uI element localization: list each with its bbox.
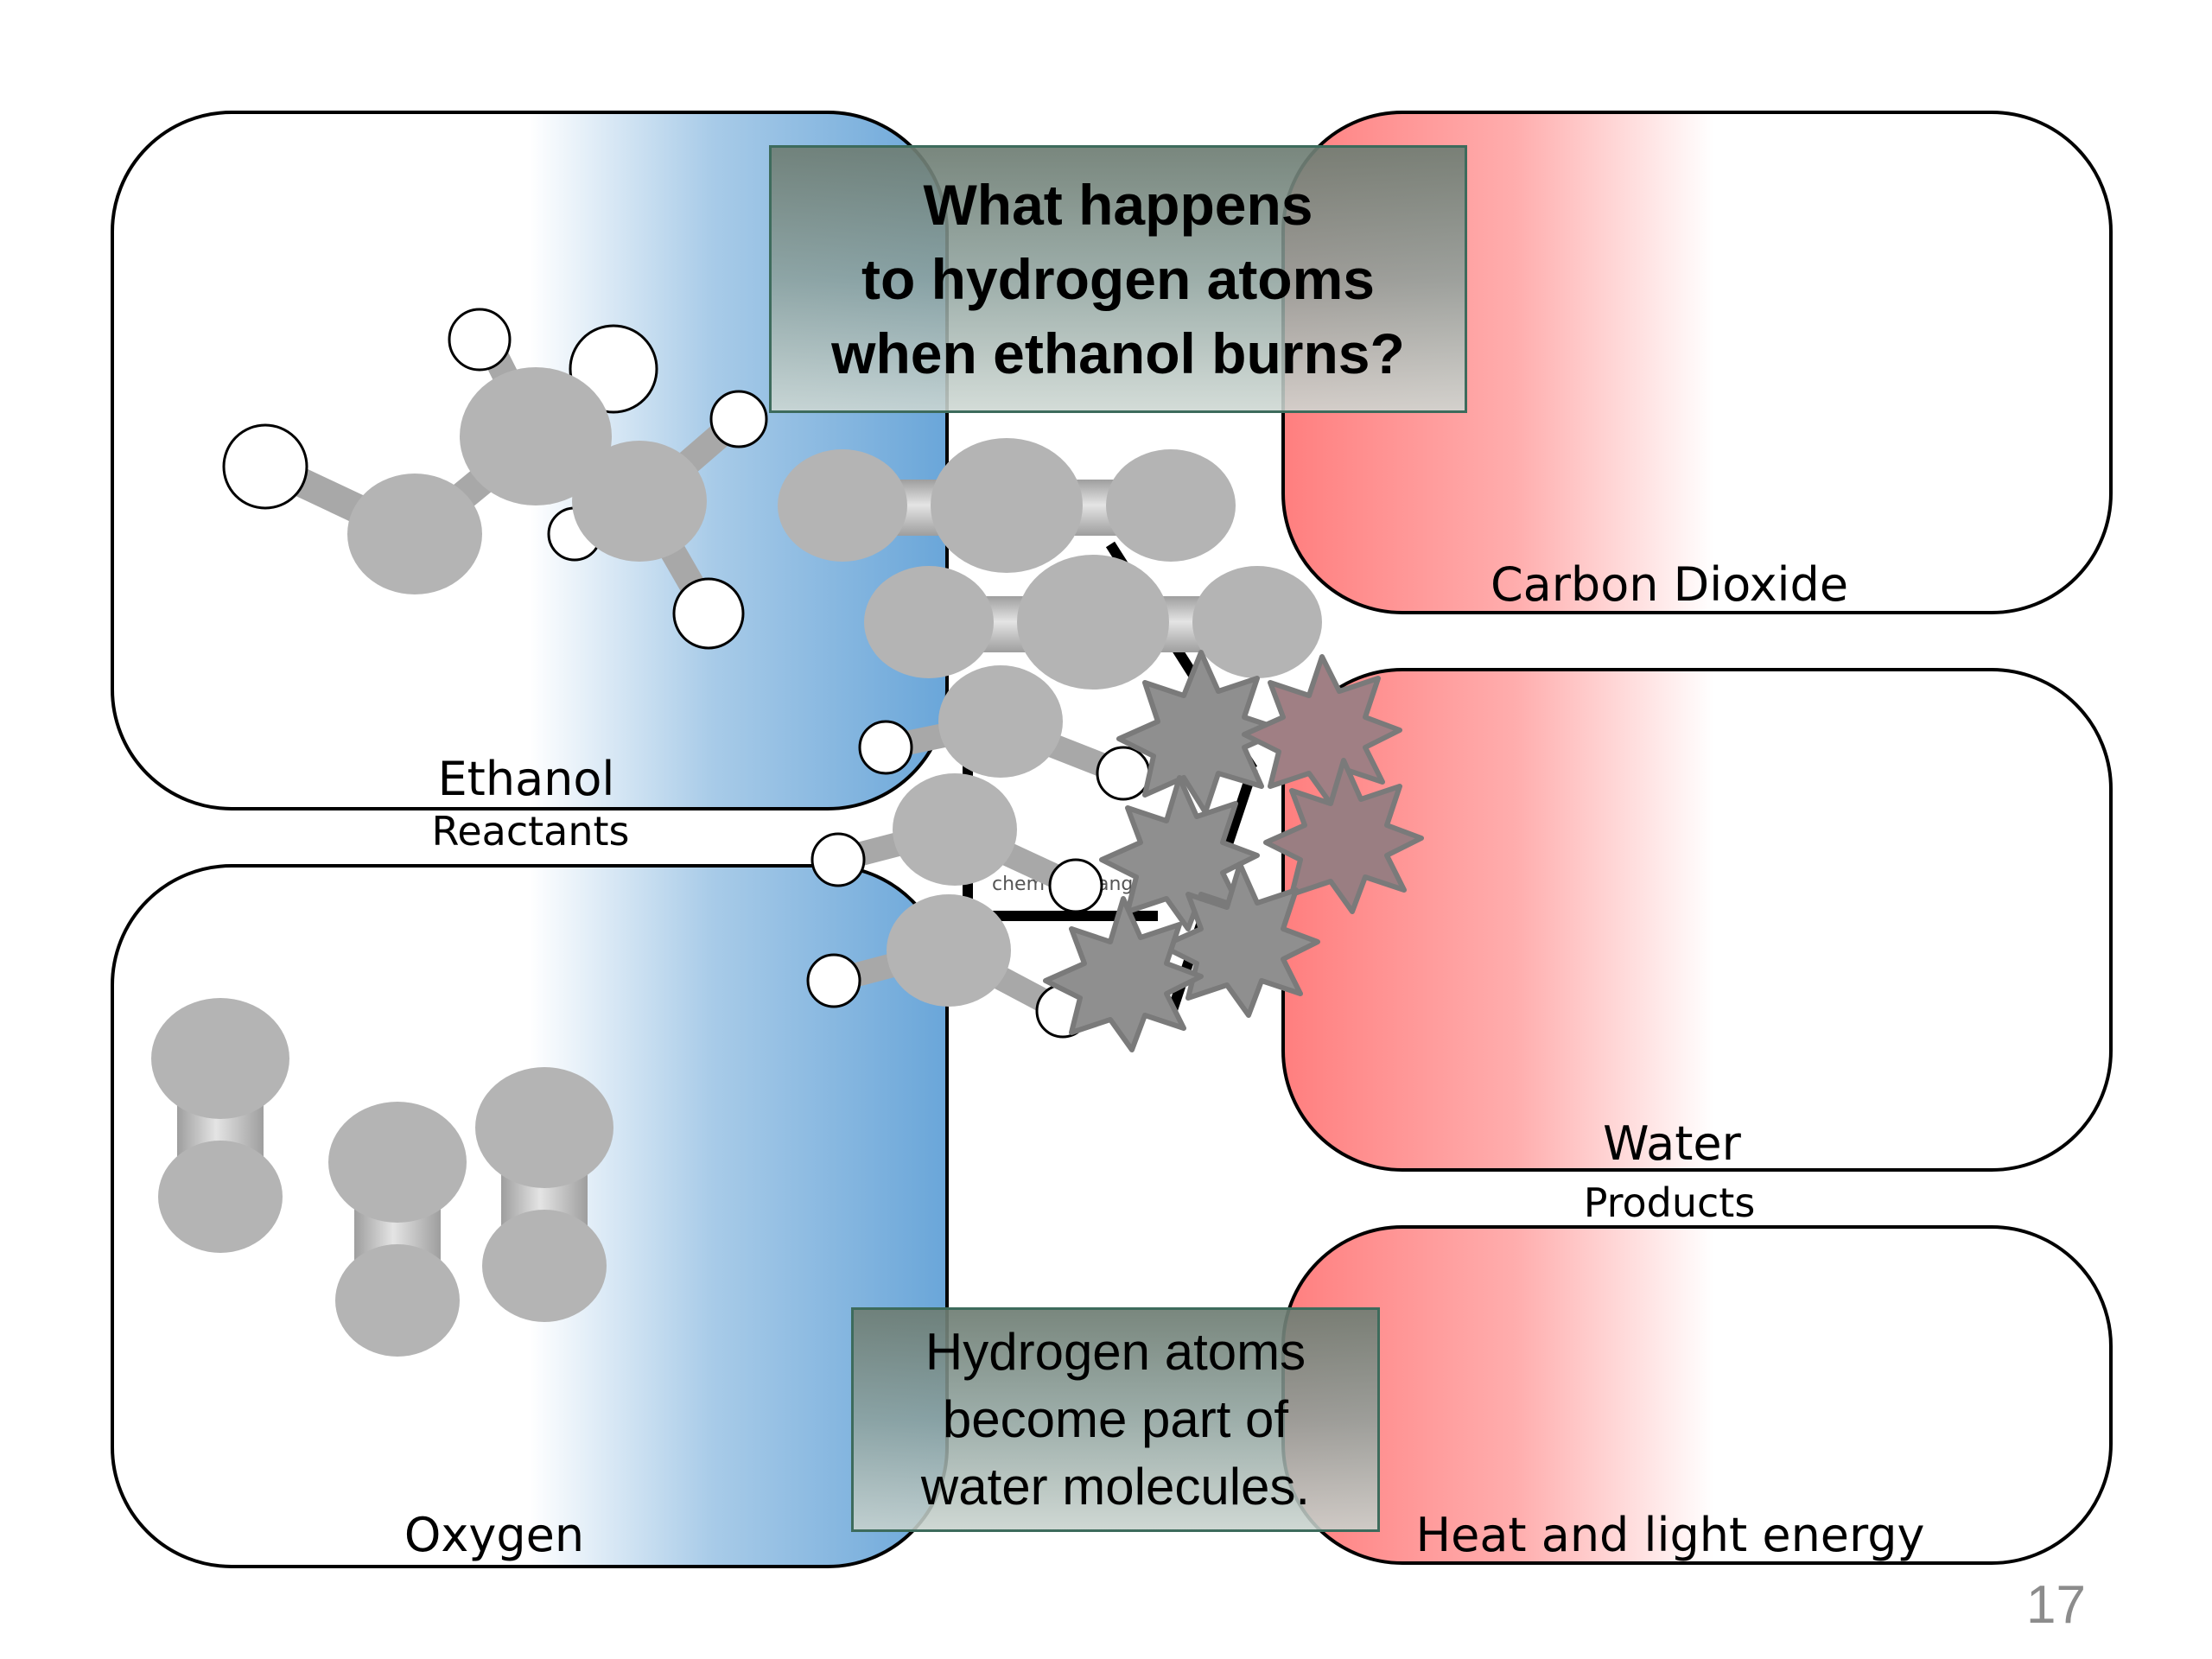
answer-line-3: water molecules.	[920, 1458, 1311, 1516]
heat-light-energy-label: Heat and light energy	[1415, 1508, 1925, 1562]
answer-line-2: become part of	[942, 1390, 1289, 1448]
heat-light-panel	[1281, 1225, 2113, 1565]
water-panel	[1281, 668, 2113, 1172]
products-label: Products	[1583, 1179, 1756, 1226]
answer-box: Hydrogen atoms become part of water mole…	[851, 1307, 1380, 1532]
oxygen-molecules	[151, 998, 613, 1357]
answer-line-1: Hydrogen atoms	[925, 1323, 1306, 1381]
burst-icon	[1099, 775, 1260, 931]
question-line-2: to hydrogen atoms	[861, 247, 1376, 311]
burst-icon	[1242, 654, 1402, 806]
oxygen-label: Oxygen	[404, 1508, 585, 1562]
ethanol-label: Ethanol	[437, 752, 615, 806]
reactants-label: Reactants	[431, 808, 630, 855]
water-label: Water	[1603, 1116, 1741, 1171]
question-line-1: What happens	[923, 173, 1313, 237]
page-number: 17	[2026, 1575, 2086, 1635]
burst-icon	[1263, 758, 1424, 914]
carbon-dioxide-label: Carbon Dioxide	[1490, 557, 1849, 612]
question-box: What happens to hydrogen atoms when etha…	[769, 145, 1467, 413]
question-line-3: when ethanol burns?	[831, 321, 1405, 385]
carbon-dioxide-molecules	[778, 438, 1322, 690]
ethanol-molecule	[222, 308, 768, 650]
energy-bursts	[1043, 650, 1424, 1052]
burst-icon	[1043, 896, 1204, 1052]
